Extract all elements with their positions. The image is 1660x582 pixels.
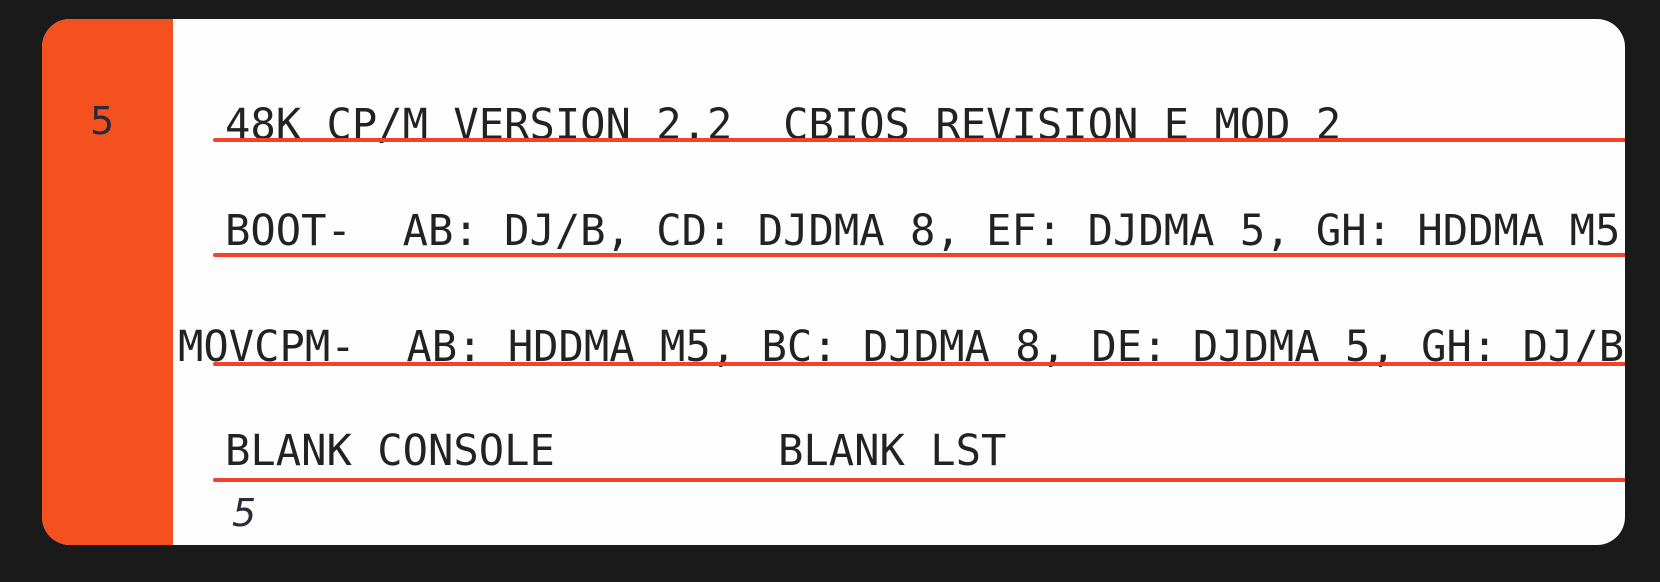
rule-line-1 — [213, 138, 1625, 142]
label-blank-console: BLANK CONSOLE — [225, 426, 555, 476]
rule-line-2 — [213, 253, 1625, 257]
label-blank-lst: BLANK LST — [778, 426, 1007, 476]
rule-line-3 — [213, 362, 1625, 366]
label-line-boot: BOOT- AB: DJ/B, CD: DJDMA 8, EF: DJDMA 5… — [225, 206, 1621, 256]
strip-number: 5 — [90, 99, 115, 143]
label-color-strip: 5 — [42, 19, 173, 545]
label-line-movcpm: MOVCPM- AB: HDDMA M5, BC: DJDMA 8, DE: D… — [178, 322, 1625, 372]
handwritten-number: 5 — [232, 491, 257, 535]
disk-label: 5 48K CP/M VERSION 2.2 CBIOS REVISION E … — [42, 19, 1625, 545]
rule-line-4 — [213, 478, 1625, 482]
